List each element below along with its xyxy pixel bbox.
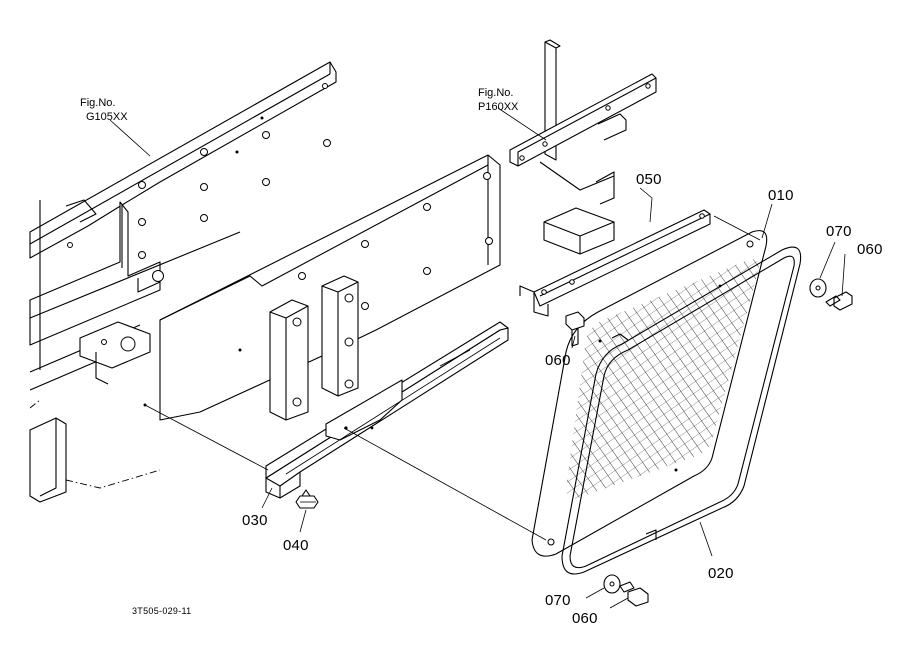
figure-ref-g105-line1: Fig.No. — [80, 97, 116, 109]
angle-bracket-030 — [265, 321, 509, 499]
part-label-010: 010 — [768, 187, 794, 204]
washer-070-bottom — [603, 574, 621, 594]
part-label-050: 050 — [636, 171, 662, 188]
support-bar-050 — [519, 209, 711, 317]
part-label-060-left: 060 — [545, 352, 571, 369]
bolt-060-bottom — [619, 581, 649, 607]
mount-bracket-p160 — [509, 39, 657, 255]
bolt-060-top-right — [825, 291, 853, 311]
frame-front-bracket — [29, 321, 161, 503]
part-label-020: 020 — [708, 565, 734, 582]
bolt-040 — [295, 489, 319, 509]
drawing-code: 3T505-029-11 — [132, 606, 192, 616]
washer-070-top-right — [809, 278, 827, 298]
seal-frame-020 — [561, 246, 802, 575]
part-label-060-top-right: 060 — [857, 241, 883, 258]
part-label-040: 040 — [283, 537, 309, 554]
figure-ref-p160-line2: P160XX — [478, 101, 519, 113]
figure-ref-g105-line2: G105XX — [86, 111, 128, 123]
figure-ref-p160-line1: Fig.No. — [478, 87, 514, 99]
bolt-060-left — [565, 311, 585, 347]
part-label-070-top-right: 070 — [826, 223, 852, 240]
spacer-blocks — [269, 275, 359, 421]
part-label-030: 030 — [242, 512, 268, 529]
part-label-070-bottom: 070 — [545, 592, 571, 609]
part-label-060-bottom: 060 — [572, 610, 598, 627]
frame-upper-rail — [29, 61, 337, 259]
leader-lines — [109, 107, 846, 609]
